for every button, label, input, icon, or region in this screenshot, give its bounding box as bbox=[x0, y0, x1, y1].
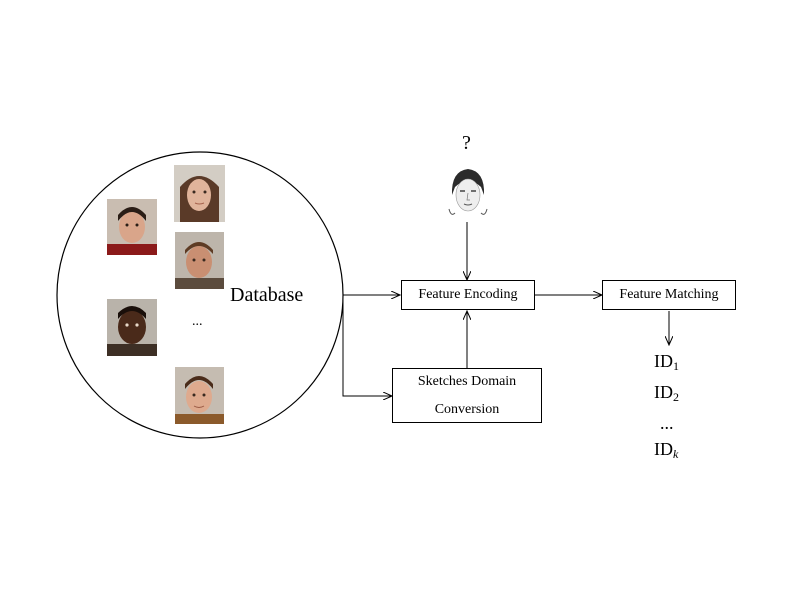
sketches-domain-label: Sketches Domain bbox=[417, 373, 517, 389]
sketch-face-icon bbox=[443, 165, 493, 222]
feature-matching-box: Feature Matching bbox=[602, 280, 736, 310]
arrow-db-to-sketches bbox=[342, 295, 392, 396]
feature-encoding-label: Feature Encoding bbox=[418, 287, 518, 302]
id-item-2: ID2 bbox=[654, 382, 679, 404]
sketches-domain-conversion-box: Sketches Domain Conversion bbox=[392, 368, 542, 423]
database-ellipsis: ... bbox=[192, 314, 203, 329]
id-item-1: ID1 bbox=[654, 351, 679, 373]
face-photo-5 bbox=[175, 367, 224, 424]
feature-encoding-box: Feature Encoding bbox=[401, 280, 535, 310]
face-photo-4 bbox=[107, 299, 157, 356]
id-item-ellipsis: ... bbox=[660, 413, 674, 433]
database-label: Database bbox=[230, 284, 304, 306]
face-photo-2 bbox=[174, 165, 225, 222]
id-item-k: IDk bbox=[654, 439, 679, 461]
id-list: ID1 ID2 ... IDk bbox=[654, 348, 679, 467]
face-photo-1 bbox=[107, 199, 157, 255]
query-question-mark: ? bbox=[462, 132, 471, 154]
conversion-label: Conversion bbox=[434, 401, 500, 417]
face-photo-3 bbox=[175, 232, 224, 289]
feature-matching-label: Feature Matching bbox=[619, 287, 719, 302]
